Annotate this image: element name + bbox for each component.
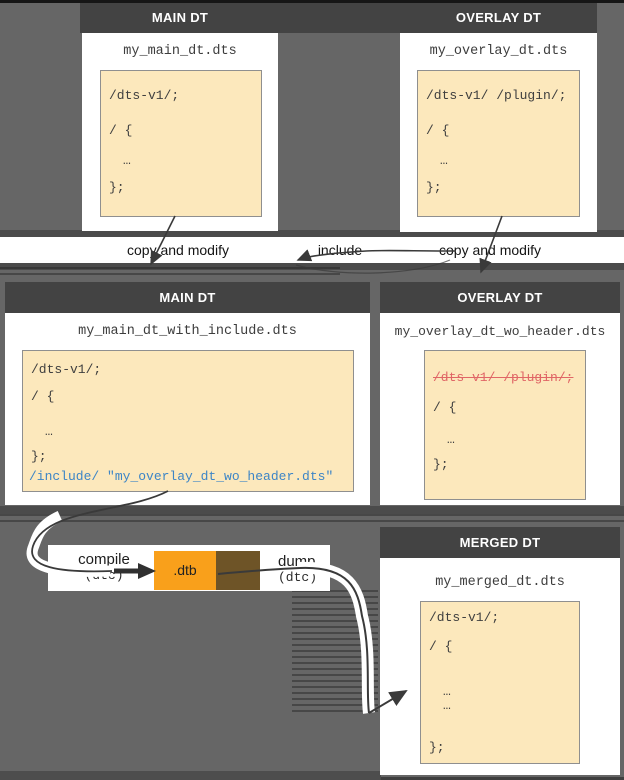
dump-label: dump (dtc): [272, 553, 338, 585]
main-dt-header: MAIN DT: [151, 10, 209, 25]
compile-word: compile: [78, 551, 130, 568]
top-header-band: MAIN DT OVERLAY DT: [80, 3, 597, 33]
copy-and-modify-left-label: copy and modify: [127, 242, 229, 258]
divider-band: [0, 506, 624, 514]
file-name: my_main_dt.dts: [123, 44, 237, 59]
code-line: …: [443, 698, 451, 713]
file-name: my_merged_dt.dts: [435, 575, 565, 590]
code-line: …: [447, 432, 455, 447]
card-overlay-dt: my_overlay_dt.dts /dts-v1/ /plugin/; / { ……: [400, 33, 597, 232]
copy-and-modify-right-label: copy and modify: [439, 242, 541, 258]
code-line: / {: [109, 123, 133, 138]
card-main-dt-with-include: MAIN DT my_main_dt_with_include.dts /dts…: [5, 282, 370, 505]
dump-word: dump: [278, 553, 316, 570]
code-line: …: [45, 424, 53, 439]
card-main-dt: my_main_dt.dts /dts-v1/; / { …};: [82, 33, 278, 231]
code-line: /dts-v1/ /plugin/;: [426, 88, 567, 103]
code-line: / {: [426, 123, 450, 138]
dtb-dark-box: [216, 551, 260, 590]
code-line: /dts-v1/;: [429, 610, 500, 625]
streak-artifact: [292, 590, 378, 712]
bottom-band: [0, 771, 381, 780]
streak-artifact: [0, 267, 340, 276]
overlay-dt-header: OVERLAY DT: [455, 10, 542, 25]
overlay-dt-header: OVERLAY DT: [380, 282, 620, 313]
card-overlay-dt-wo-header: OVERLAY DT my_overlay_dt_wo_header.dts /…: [380, 282, 620, 505]
compile-dtc: (dtc): [84, 568, 124, 583]
card-merged-dt: MERGED DT my_merged_dt.dts /dts-v1/; / { ……: [380, 527, 620, 775]
code-line: /include/ "my_overlay_dt_wo_header.dts": [29, 469, 334, 484]
file-name: my_main_dt_with_include.dts: [78, 324, 297, 339]
code-box-overlay-wo-header: /dts-v1/ /plugin/; / { …};: [424, 350, 586, 500]
flow-label-strip: copy and modify include copy and modify: [0, 237, 624, 263]
divider-band: [0, 230, 624, 237]
dump-dtc: (dtc): [278, 570, 318, 585]
code-box-main-with-include: /dts-v1/; / { …}; /include/ "my_overlay_dt_…: [22, 350, 354, 492]
file-name: my_overlay_dt_wo_header.dts: [394, 324, 606, 339]
code-line: …: [123, 153, 131, 168]
code-line: / {: [429, 639, 453, 654]
merged-dt-header: MERGED DT: [380, 527, 620, 558]
code-line: };: [433, 457, 449, 472]
code-line: /dts-v1/;: [31, 362, 102, 377]
file-name: my_overlay_dt.dts: [429, 44, 568, 59]
code-box-merged-dt: /dts-v1/; / { ……};: [420, 601, 580, 764]
main-dt-header: MAIN DT: [5, 282, 370, 313]
code-line: / {: [31, 389, 55, 404]
dtb-box: .dtb: [154, 551, 216, 590]
code-box-main-dt: /dts-v1/; / { …};: [100, 70, 262, 217]
code-line: };: [109, 180, 125, 195]
compile-dump-strip: compile (dtc) .dtb dump (dtc): [48, 545, 330, 591]
top-border-line: [0, 0, 624, 3]
streak-artifact: [0, 514, 624, 526]
code-line: /dts-v1/;: [109, 88, 180, 103]
compile-label: compile (dtc): [56, 551, 152, 583]
code-line: /dts-v1/ /plugin/;: [433, 370, 574, 385]
code-line: …: [440, 153, 448, 168]
include-label: include: [317, 242, 363, 258]
code-box-overlay-dt: /dts-v1/ /plugin/; / { …};: [417, 70, 580, 217]
code-line: };: [429, 740, 445, 755]
code-line: …: [443, 684, 451, 699]
code-line: };: [31, 449, 47, 464]
code-line: };: [426, 180, 442, 195]
code-line: / {: [433, 400, 457, 415]
